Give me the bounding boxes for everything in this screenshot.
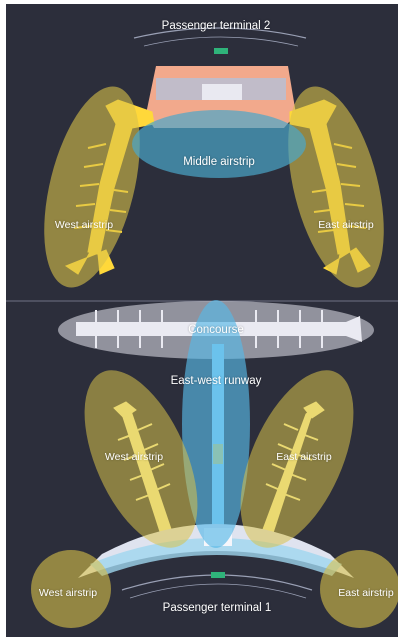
terminal2-inner-hall <box>202 84 242 100</box>
east-west-runway-label: East-west runway <box>171 375 262 387</box>
terminal1-entrance-marker <box>211 572 225 578</box>
terminal2-label: Passenger terminal 2 <box>162 20 271 32</box>
east-airstrip-bottom-label: East airstrip <box>338 587 393 599</box>
west-airstrip-mid-label: West airstrip <box>105 451 163 463</box>
terminal2-entrance-marker <box>214 48 228 54</box>
east-airstrip-mid-label: East airstrip <box>276 451 331 463</box>
terminal1-label: Passenger terminal 1 <box>163 602 272 614</box>
airport-map-graphic <box>6 4 398 637</box>
terminal2-arc-inner <box>144 37 298 46</box>
west-airstrip-bottom-label: West airstrip <box>39 587 97 599</box>
middle-airstrip-label: Middle airstrip <box>183 156 255 168</box>
airport-map: Passenger terminal 2 Middle airstrip Wes… <box>6 4 398 637</box>
east-airstrip-top-label: East airstrip <box>318 219 373 231</box>
terminal1-arc-inner <box>130 584 306 598</box>
west-airstrip-top-label: West airstrip <box>55 219 113 231</box>
concourse-label: Concourse <box>188 324 244 336</box>
